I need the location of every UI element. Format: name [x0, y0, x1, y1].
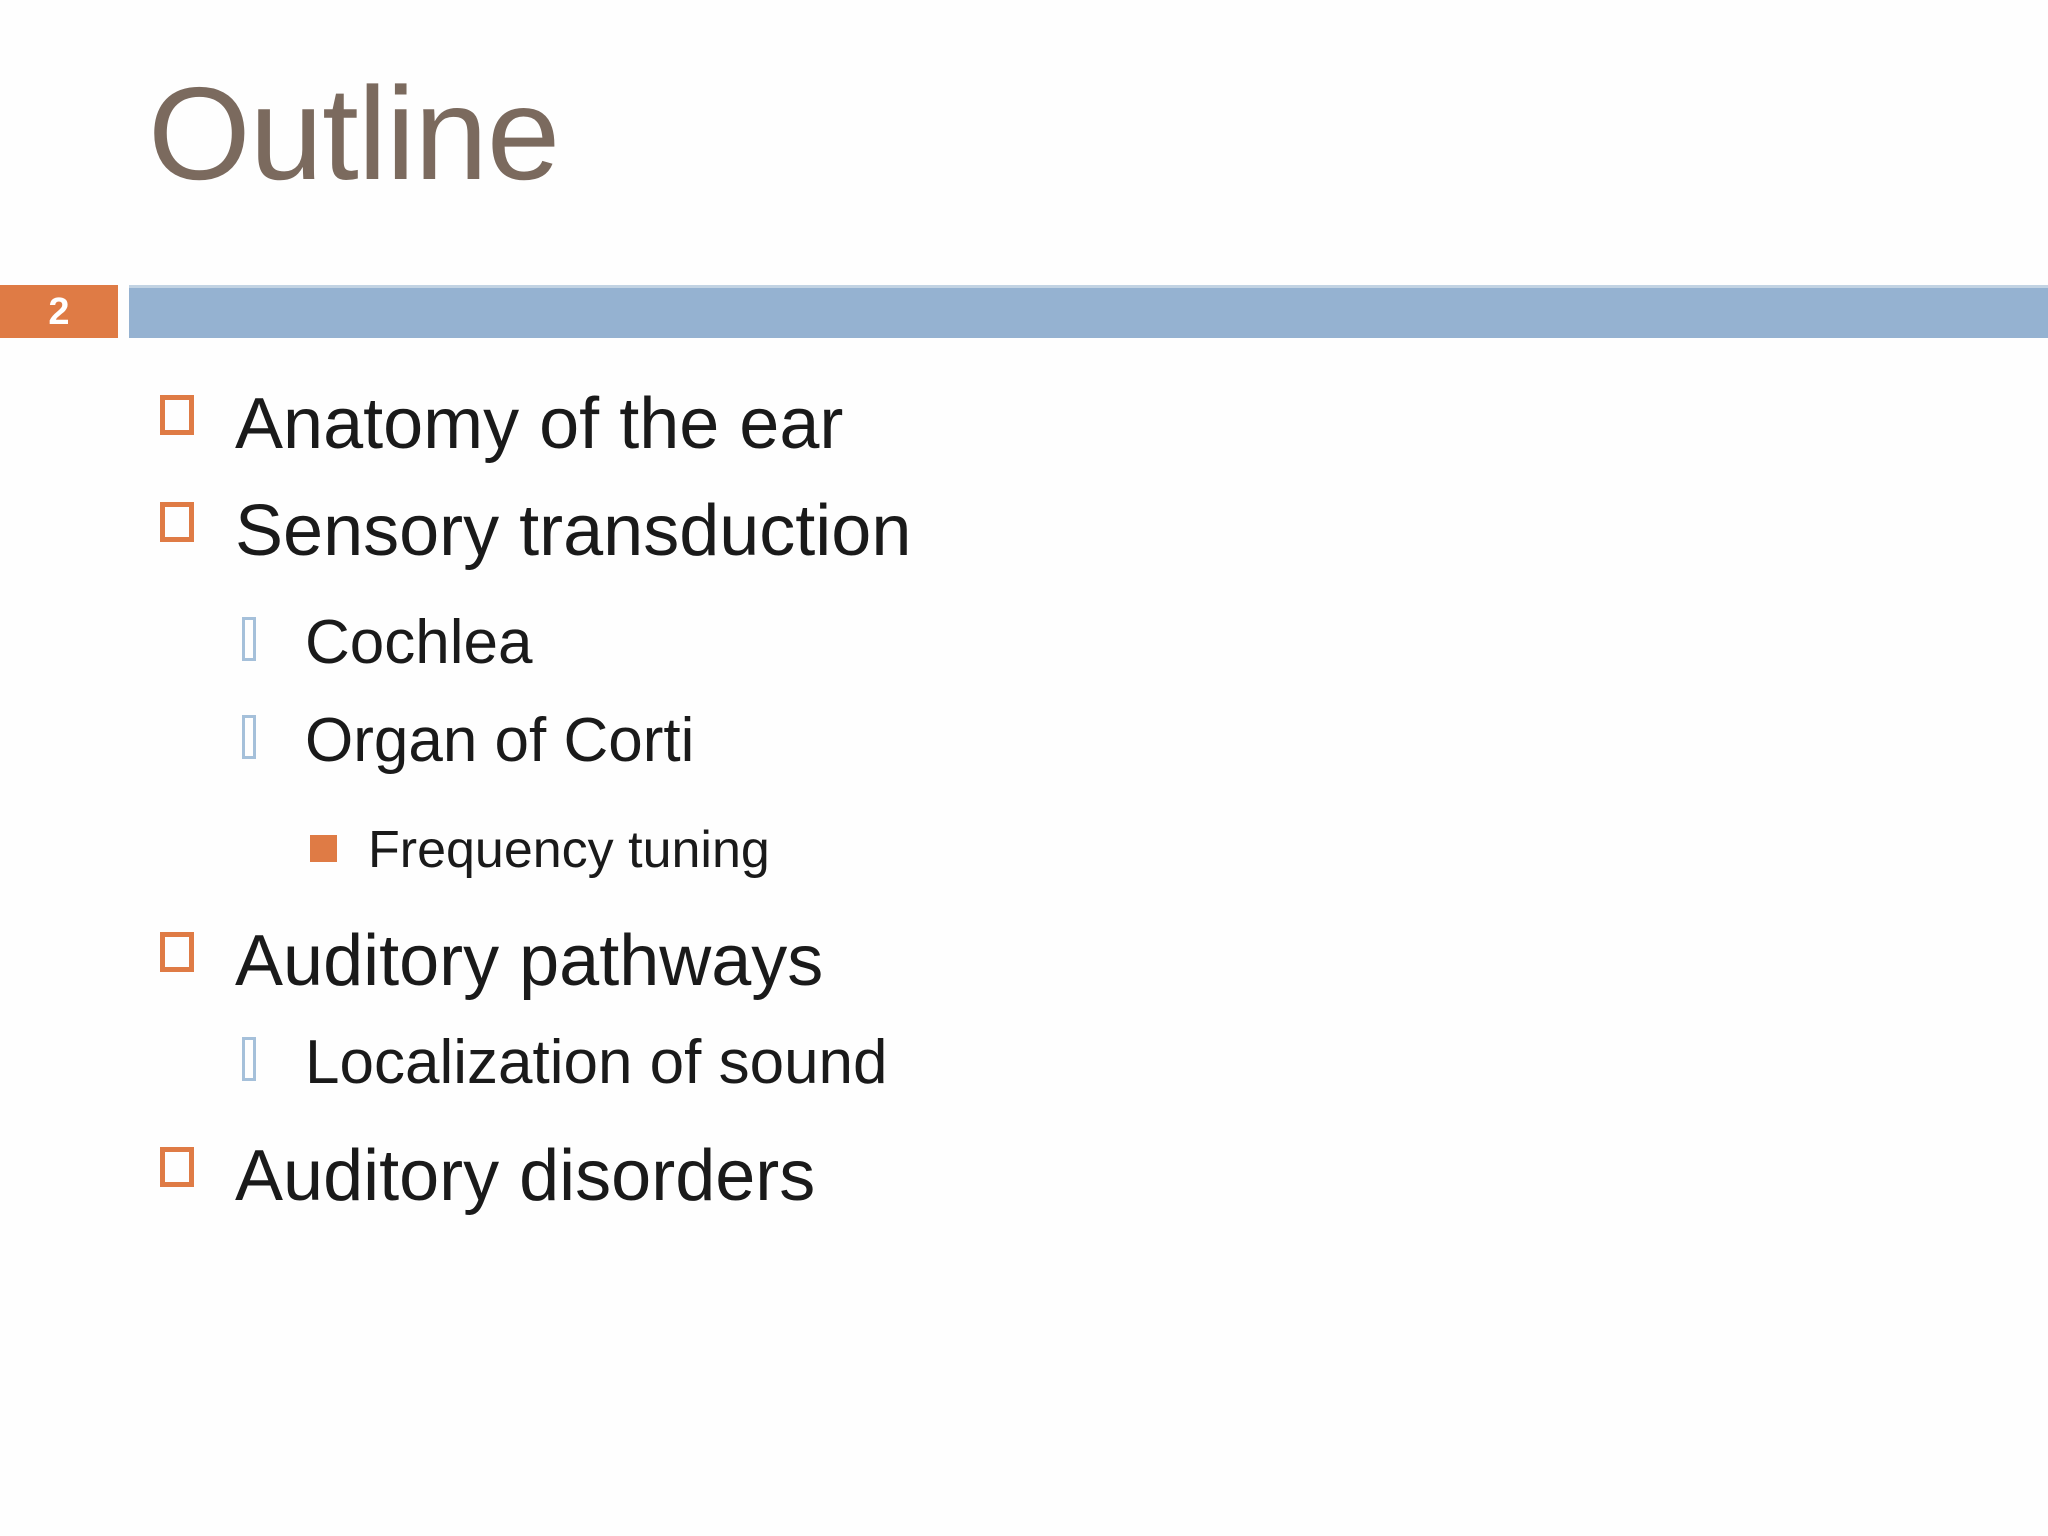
- bullet-open-square-icon: [160, 932, 194, 972]
- title-underline-bar: [129, 285, 2048, 338]
- bullet-open-rect-icon: [242, 715, 256, 759]
- list-item: Localization of sound: [0, 1027, 2048, 1098]
- bullet-open-rect-icon: [242, 617, 256, 661]
- bullet-solid-square-icon: [310, 835, 337, 862]
- list-item: Cochlea: [0, 607, 2048, 678]
- slide-title: Outline: [148, 60, 560, 207]
- list-item-label: Organ of Corti: [305, 706, 695, 775]
- list-item-label: Anatomy of the ear: [235, 384, 844, 464]
- list-item: Anatomy of the ear: [0, 383, 2048, 466]
- slide-number-badge: 2: [0, 285, 118, 338]
- list-item-label: Sensory transduction: [235, 491, 912, 571]
- list-item: Auditory pathways: [0, 920, 2048, 1003]
- list-item: Auditory disorders: [0, 1135, 2048, 1218]
- list-item: Sensory transduction: [0, 490, 2048, 573]
- list-item-label: Auditory disorders: [235, 1136, 816, 1216]
- bullet-open-square-icon: [160, 1147, 194, 1187]
- bullet-open-rect-icon: [242, 1037, 256, 1081]
- bullet-open-square-icon: [160, 395, 194, 435]
- list-item: Organ of Corti: [0, 705, 2048, 776]
- list-item-label: Localization of sound: [305, 1028, 888, 1097]
- list-item-label: Cochlea: [305, 608, 533, 677]
- list-item: Frequency tuning: [0, 821, 2048, 881]
- list-item-label: Auditory pathways: [235, 921, 824, 1001]
- slide-number: 2: [48, 290, 70, 333]
- list-item-label: Frequency tuning: [368, 821, 770, 879]
- bullet-open-square-icon: [160, 502, 194, 542]
